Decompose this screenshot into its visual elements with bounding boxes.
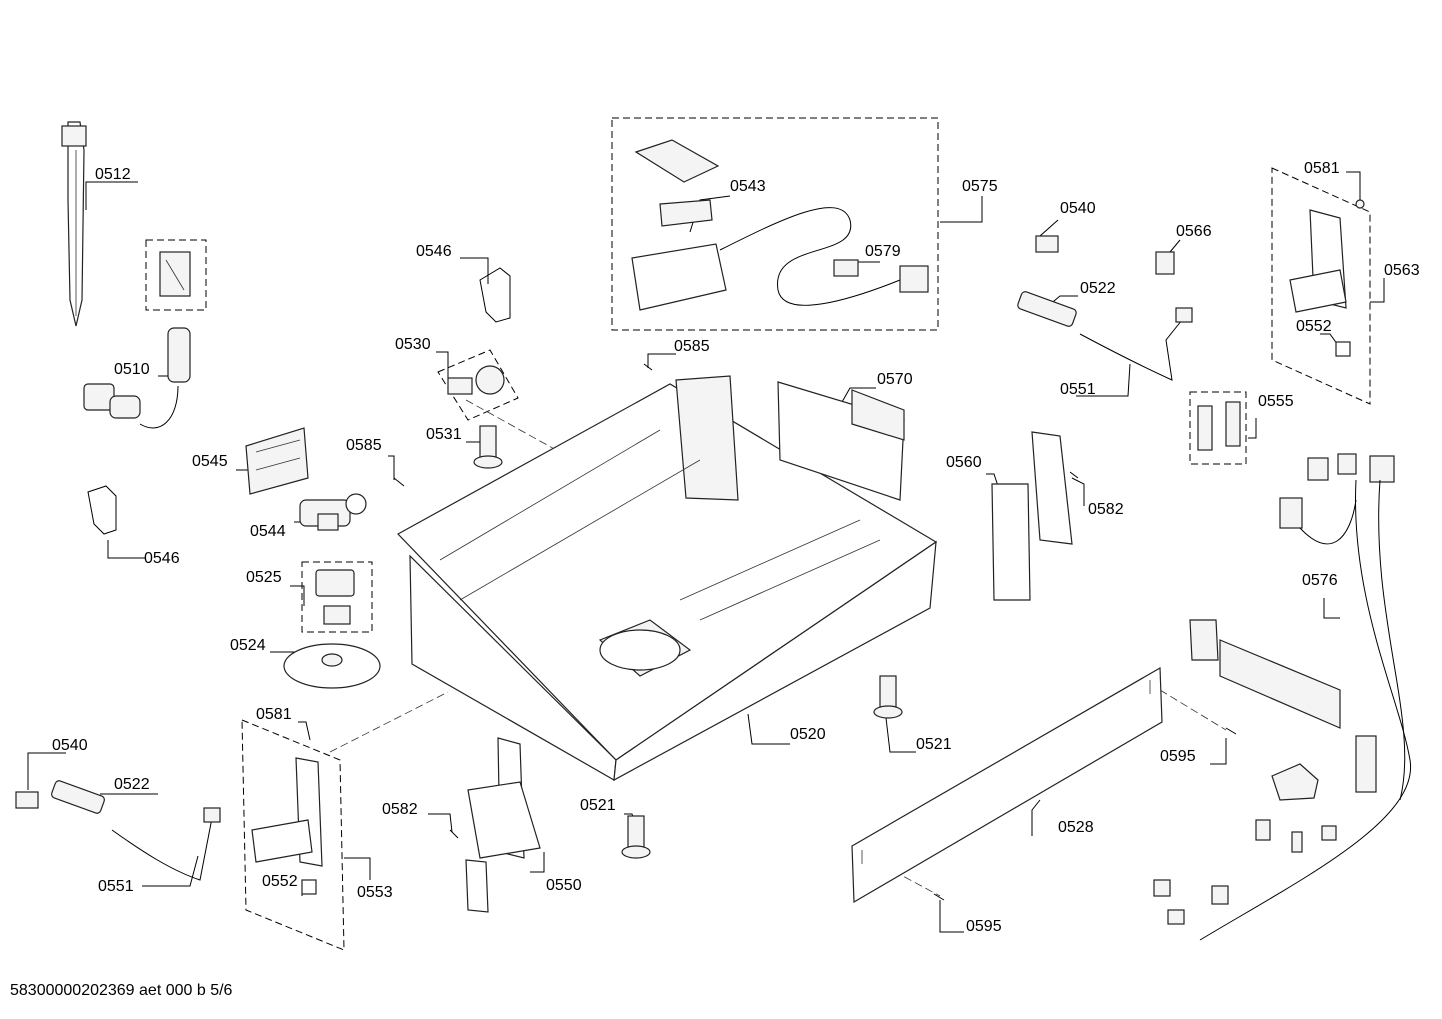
callout-0528: 0528 — [1058, 819, 1094, 836]
callout-0555: 0555 — [1258, 393, 1294, 410]
part-0585-screw-b — [643, 363, 653, 371]
callout-0510: 0510 — [114, 361, 150, 378]
callout-0522: 0522 — [1080, 280, 1116, 297]
part-0576-harness — [1153, 453, 1411, 941]
callout-0543: 0543 — [730, 178, 766, 195]
callout-0582: 0582 — [1088, 501, 1124, 518]
callout-0581: 0581 — [1304, 160, 1340, 177]
part-0540-foot-right — [1035, 235, 1059, 253]
callout-0552: 0552 — [262, 873, 298, 890]
part-0582-screw-b — [1069, 471, 1079, 479]
callout-0552: 0552 — [1296, 318, 1332, 335]
callout-0585: 0585 — [346, 437, 382, 454]
part-0522-spring-right — [1017, 291, 1193, 381]
part-0585-screw-a — [393, 477, 405, 487]
part-0512-column — [61, 121, 87, 327]
callout-0522: 0522 — [114, 776, 150, 793]
part-0530-gear — [447, 365, 505, 395]
callout-0560: 0560 — [946, 454, 982, 471]
callout-0525: 0525 — [246, 569, 282, 586]
part-0546-clip-b — [87, 485, 117, 535]
callout-0546: 0546 — [144, 550, 180, 567]
part-0563-hinge — [1289, 199, 1365, 357]
callout-0563: 0563 — [1384, 262, 1420, 279]
part-0520-base — [397, 375, 938, 782]
part-0522-spring-left — [51, 780, 221, 881]
part-0595-screw-b — [933, 893, 945, 901]
part-0575-cord-assembly — [631, 139, 929, 311]
part-0531-foot — [473, 425, 503, 469]
part-0550-hinge — [465, 737, 541, 913]
callout-0576: 0576 — [1302, 572, 1338, 589]
part-0528-panel — [851, 666, 1163, 904]
callout-0521: 0521 — [580, 797, 616, 814]
part-0553-hinge — [251, 757, 323, 895]
callout-0595: 0595 — [1160, 748, 1196, 765]
callout-0524: 0524 — [230, 637, 266, 654]
dashed-frames — [145, 117, 1371, 951]
part-0544-valve — [299, 493, 367, 531]
callout-0544: 0544 — [250, 523, 286, 540]
part-bracket-small — [159, 251, 191, 297]
callout-0530: 0530 — [395, 336, 431, 353]
callout-0545: 0545 — [192, 453, 228, 470]
part-0545-panel — [245, 427, 309, 495]
callout-0540: 0540 — [1060, 200, 1096, 217]
part-0521-foot-b — [621, 815, 651, 859]
callout-0566: 0566 — [1176, 223, 1212, 240]
callout-0521: 0521 — [916, 736, 952, 753]
callout-0551: 0551 — [98, 878, 134, 895]
part-0570-module — [777, 381, 905, 501]
part-0525-sensor — [315, 569, 355, 625]
part-0521-foot-a — [873, 675, 903, 719]
callout-0553: 0553 — [357, 884, 393, 901]
part-0566-sensor — [1155, 251, 1175, 275]
callout-0575: 0575 — [962, 178, 998, 195]
callout-0570: 0570 — [877, 371, 913, 388]
part-0582-screw-a — [449, 829, 459, 839]
callout-0546: 0546 — [416, 243, 452, 260]
callout-0595: 0595 — [966, 918, 1002, 935]
callout-0579: 0579 — [865, 243, 901, 260]
document-code: 58300000202369 aet 000 b 5/6 — [10, 982, 233, 999]
part-0555-clips — [1197, 401, 1241, 451]
callout-0582: 0582 — [382, 801, 418, 818]
part-0546-clip-a — [479, 267, 511, 323]
part-0560-hinge — [991, 431, 1073, 601]
part-0595-screw-a — [1225, 727, 1237, 735]
callout-0581: 0581 — [256, 706, 292, 723]
callout-0551: 0551 — [1060, 381, 1096, 398]
callout-0531: 0531 — [426, 426, 462, 443]
part-0540-foot-left — [15, 791, 39, 809]
part-0510-hose — [83, 327, 191, 429]
callout-0550: 0550 — [546, 877, 582, 894]
callout-0540: 0540 — [52, 737, 88, 754]
callout-0520: 0520 — [790, 726, 826, 743]
callout-0585: 0585 — [674, 338, 710, 355]
part-0524-disc — [283, 643, 381, 689]
callout-0512: 0512 — [95, 166, 131, 183]
